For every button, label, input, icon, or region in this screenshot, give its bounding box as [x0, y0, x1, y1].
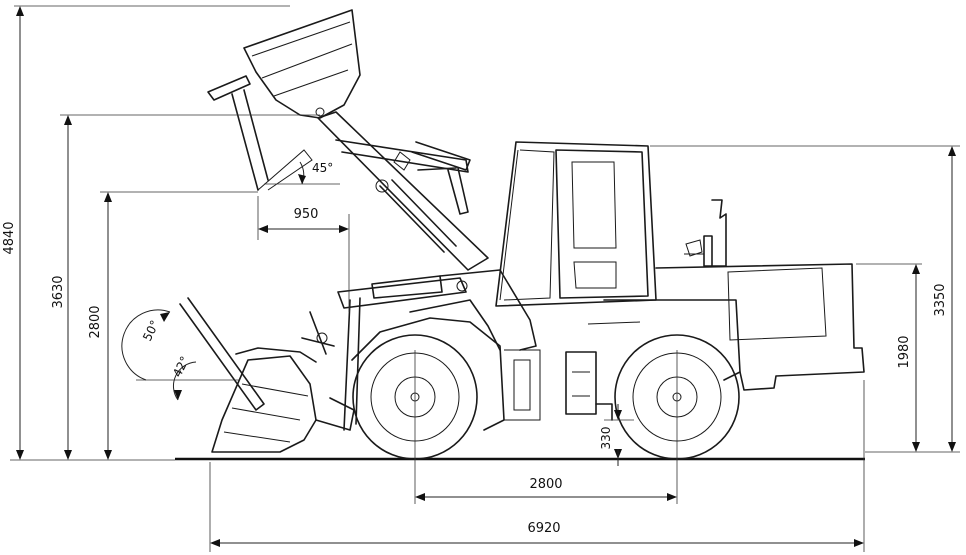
- dim-950: 950: [257, 196, 350, 312]
- engine-hood: [655, 199, 865, 391]
- raised-bucket: [207, 9, 361, 191]
- dim-3630-label: 3630: [51, 275, 66, 308]
- angle-50-label: 50°: [140, 318, 162, 343]
- lift-arm-raised: [317, 111, 489, 271]
- dim-2800-vertical-label: 2800: [88, 305, 103, 338]
- front-bucket: [179, 297, 355, 453]
- dim-3350: 3350: [650, 145, 960, 452]
- dim-3630: 3630: [51, 114, 320, 460]
- dim-330-label: 330: [599, 427, 613, 450]
- angle-45: 45°: [264, 161, 340, 185]
- dim-330: 330: [599, 404, 634, 466]
- front-frame: [351, 269, 541, 431]
- dim-2800-wheelbase-label: 2800: [529, 477, 562, 492]
- lift-arm-lowered: [337, 275, 501, 431]
- ground-line: [10, 451, 960, 461]
- dim-4840: 4840: [2, 5, 290, 460]
- dim-2800-wheelbase: 2800: [414, 350, 678, 504]
- dim-1980-label: 1980: [897, 335, 912, 368]
- dim-6920-label: 6920: [527, 521, 560, 536]
- angle-42: 42°: [170, 354, 197, 401]
- dim-3350-label: 3350: [933, 283, 948, 316]
- dim-950-label: 950: [294, 207, 319, 222]
- cab: [495, 141, 657, 325]
- dim-2800-vertical: 2800: [88, 191, 258, 460]
- dim-6920: 6920: [209, 380, 865, 552]
- angle-45-label: 45°: [312, 161, 333, 175]
- rear-frame: [565, 299, 741, 421]
- dim-1980: 1980: [856, 263, 922, 452]
- dim-4840-label: 4840: [2, 221, 17, 254]
- angle-42-label: 42°: [170, 354, 192, 379]
